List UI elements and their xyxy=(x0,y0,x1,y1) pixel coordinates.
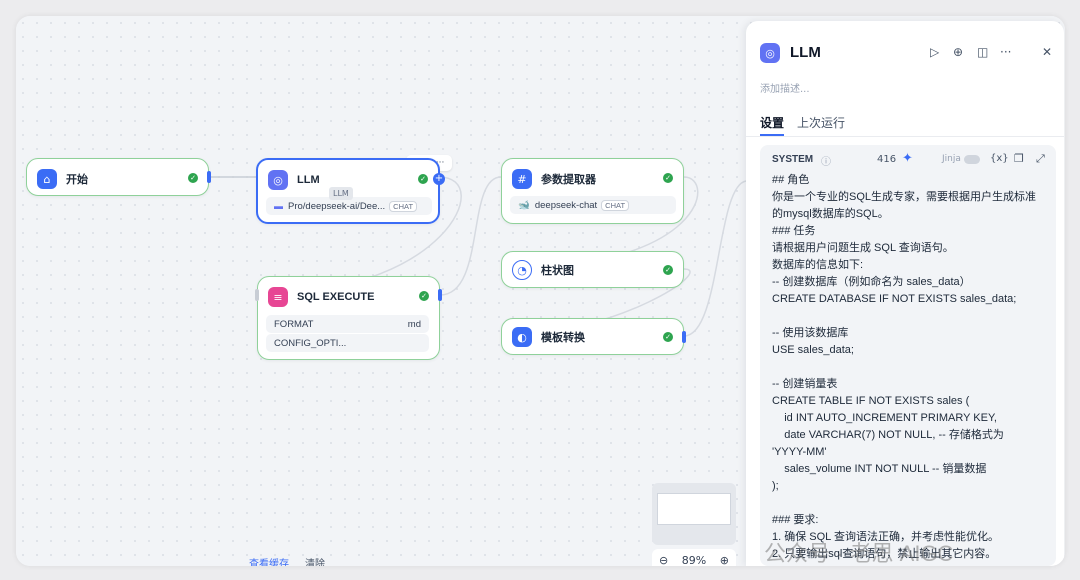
chart-icon: ◔ xyxy=(512,260,532,280)
node-template-transform[interactable]: ◐ 模板转换 ✓ xyxy=(501,318,686,355)
system-prompt-editor[interactable]: SYSTEM ⓘ 416 ✦ Jinja {x} ❐ ⤢ ## 角色 你是一个专… xyxy=(760,145,1056,566)
llm-icon: ◎ xyxy=(760,43,780,63)
help-icon[interactable]: ⊕ xyxy=(953,45,964,59)
zoom-level[interactable]: 89% xyxy=(681,553,707,567)
model-provider-icon: ▬ xyxy=(274,201,283,211)
clear-link[interactable]: 清除 xyxy=(305,559,325,566)
node-tooltip: LLM xyxy=(329,187,353,200)
node-parameter-extractor[interactable]: # 参数提取器 ✓ 🐋 deepseek-chat CHAT xyxy=(501,158,684,224)
node-sql-execute[interactable]: ≡ SQL EXECUTE ✓ FORMAT md CONFIG_OPTI... xyxy=(255,276,442,360)
success-check-icon: ✓ xyxy=(419,291,429,301)
node-bar-chart[interactable]: ◔ 柱状图 ✓ xyxy=(501,251,684,288)
template-icon: ◐ xyxy=(512,327,532,347)
param-row-format: FORMAT md xyxy=(266,315,429,333)
tab-last-run[interactable]: 上次运行 xyxy=(797,116,846,130)
prompt-text[interactable]: ## 角色 你是一个专业的SQL生成专家，需要根据用户生成标准 的mysql数据… xyxy=(772,174,1037,560)
success-check-icon: ✓ xyxy=(663,332,673,342)
token-count: 416 xyxy=(877,154,897,165)
success-check-icon: ✓ xyxy=(663,173,673,183)
model-tag: CHAT xyxy=(389,200,418,212)
copy-icon[interactable]: ❐ xyxy=(1014,152,1024,165)
app-window: ⌂ 开始 ✓ ▷ ··· ◎ LLM ✓ ▬ Pro/deepseek-ai/D… xyxy=(16,16,1065,566)
panel-title: LLM xyxy=(790,44,821,61)
input-port[interactable] xyxy=(255,289,259,301)
jinja-label: Jinja xyxy=(942,154,961,164)
model-name: deepseek-chat xyxy=(534,199,598,211)
node-title: 开始 xyxy=(66,174,88,186)
zoom-control: ⊖ 89% ⊕ xyxy=(652,549,736,566)
node-start[interactable]: ⌂ 开始 ✓ xyxy=(26,158,211,196)
node-title: SQL EXECUTE xyxy=(297,291,375,303)
node-title: 柱状图 xyxy=(541,265,574,277)
model-tag: CHAT xyxy=(601,199,630,211)
deepseek-icon: 🐋 xyxy=(518,199,530,211)
output-port[interactable] xyxy=(682,331,686,343)
success-check-icon: ✓ xyxy=(418,174,428,184)
model-selector[interactable]: ▬ Pro/deepseek-ai/Dee... CHAT xyxy=(266,197,432,215)
model-name: Pro/deepseek-ai/Dee... xyxy=(288,200,386,212)
zoom-out-icon[interactable]: ⊖ xyxy=(659,553,669,567)
run-icon[interactable]: ▷ xyxy=(930,45,940,59)
database-icon: ≡ xyxy=(268,287,288,307)
model-selector[interactable]: 🐋 deepseek-chat CHAT xyxy=(510,196,676,214)
edge-sql-param xyxy=(439,176,502,296)
minimap[interactable] xyxy=(652,483,736,545)
param-value: md xyxy=(407,318,421,330)
success-check-icon: ✓ xyxy=(188,173,198,183)
workflow-canvas[interactable]: ⌂ 开始 ✓ ▷ ··· ◎ LLM ✓ ▬ Pro/deepseek-ai/D… xyxy=(16,16,1065,566)
llm-icon: ◎ xyxy=(268,170,288,190)
close-icon[interactable]: ✕ xyxy=(1042,45,1053,59)
param-row-config: CONFIG_OPTI... xyxy=(266,334,429,352)
home-icon: ⌂ xyxy=(37,169,57,189)
extractor-icon: # xyxy=(512,169,532,189)
param-label: FORMAT xyxy=(274,318,314,330)
more-icon[interactable]: ··· xyxy=(1000,45,1012,59)
tab-settings[interactable]: 设置 xyxy=(760,116,785,130)
param-label: CONFIG_OPTI... xyxy=(274,337,347,349)
edge-template-out xyxy=(683,180,747,337)
zoom-in-icon[interactable]: ⊕ xyxy=(719,553,729,567)
layout-icon[interactable]: ◫ xyxy=(977,45,989,59)
insert-variable-icon[interactable]: {x} xyxy=(990,153,1009,164)
more-icon[interactable]: ··· xyxy=(435,158,445,168)
node-title: 模板转换 xyxy=(541,332,585,344)
jinja-toggle[interactable] xyxy=(964,155,980,164)
watermark: 公众号 · 老思 AIGC xyxy=(764,541,954,566)
success-check-icon: ✓ xyxy=(663,265,673,275)
node-settings-panel: ◎ LLM ▷ ⊕ ◫ ··· ✕ 添加描述... 设置 上次运行 SYSTEM… xyxy=(746,21,1064,566)
system-label: SYSTEM xyxy=(772,154,814,165)
output-port[interactable] xyxy=(438,289,442,301)
add-next-node-button[interactable]: + xyxy=(433,173,445,185)
node-title: LLM xyxy=(297,174,320,186)
node-title: 参数提取器 xyxy=(541,174,596,186)
output-port[interactable] xyxy=(207,171,211,183)
ai-generate-icon[interactable]: ✦ xyxy=(902,151,913,166)
description-input[interactable]: 添加描述... xyxy=(760,84,810,95)
view-cache-link[interactable]: 查看缓存 xyxy=(249,559,289,566)
help-circle-icon: ⓘ xyxy=(821,157,831,168)
expand-icon[interactable]: ⤢ xyxy=(1036,152,1045,165)
